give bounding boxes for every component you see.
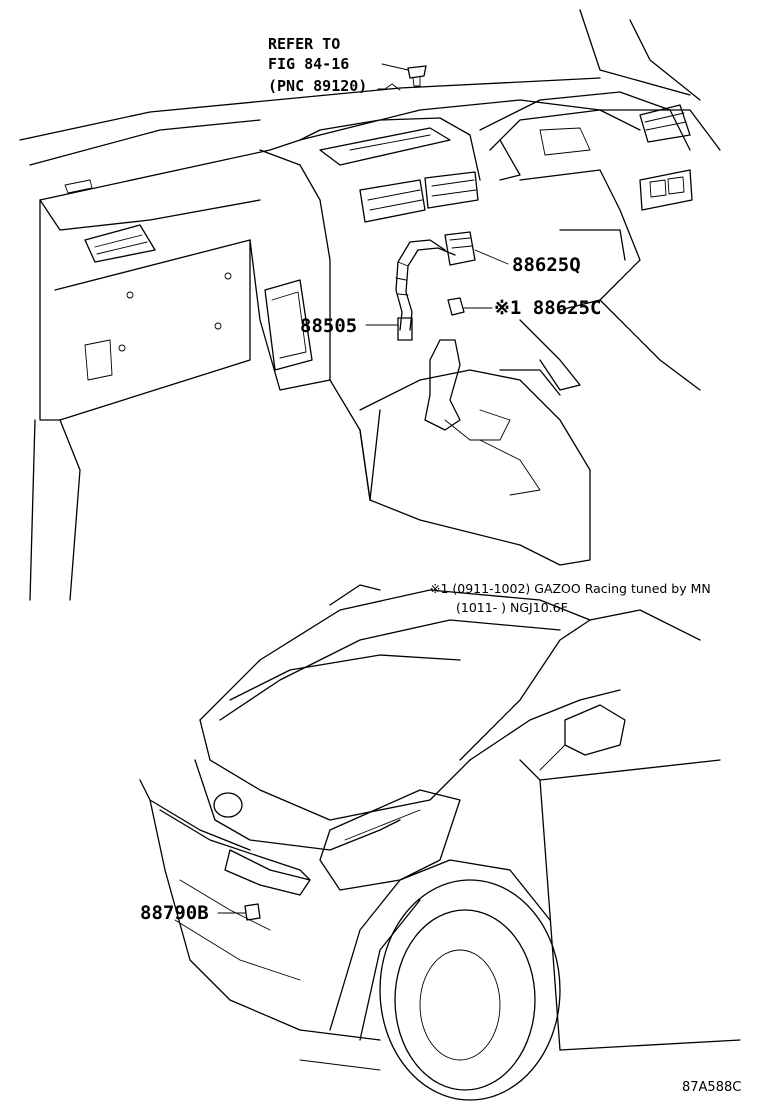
part-label-88790b[interactable]: 88790B: [140, 902, 209, 924]
leader-lines: [217, 63, 509, 914]
part-label-88625c[interactable]: ※1 88625C: [494, 297, 602, 319]
refer-pnc-label: (PNC 89120): [268, 77, 368, 95]
applicability-note-line2: (1011- ) NGJ10.6F: [456, 600, 568, 615]
applicability-note-line1: ※1 (0911-1002) GAZOO Racing tuned by MN: [430, 581, 711, 596]
refer-to-label: REFER TO: [268, 35, 341, 53]
car-front-illustration: [139, 584, 741, 1101]
part-label-88625q[interactable]: 88625Q: [512, 254, 581, 276]
dashboard-illustration: [19, 9, 721, 601]
refer-fig-label: FIG 84-16: [268, 55, 350, 73]
part-label-88505[interactable]: 88505: [300, 315, 358, 337]
figure-code: 87A588C: [682, 1080, 742, 1095]
